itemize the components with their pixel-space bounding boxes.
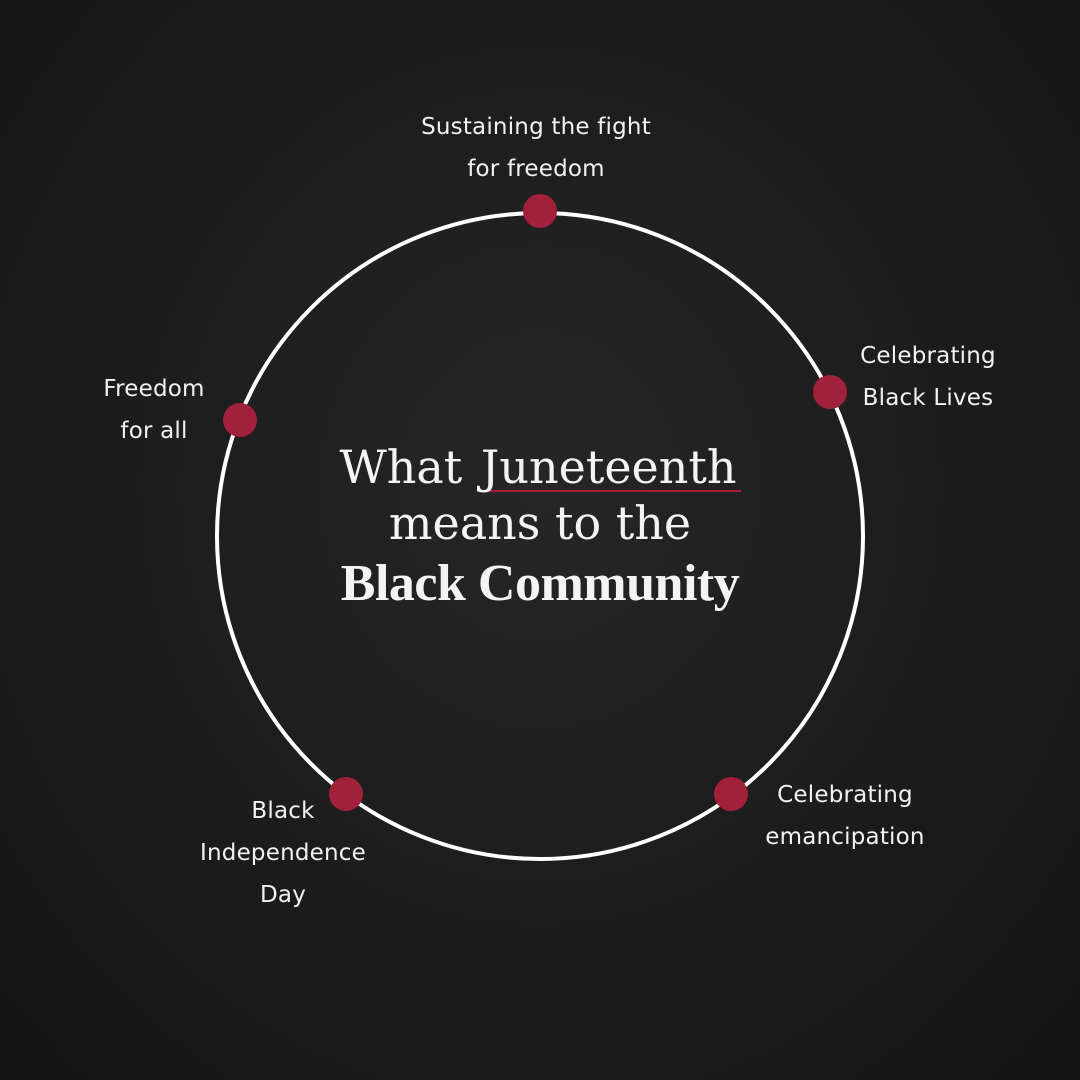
node-dot-right <box>813 375 847 409</box>
node-label-left: Freedom for all <box>103 376 205 444</box>
node-label-bottom-left: Black Independence Day <box>200 798 366 908</box>
node-label-bottom-right: Celebrating emancipation <box>765 782 925 850</box>
title-line-1: What Juneteenth <box>300 440 780 494</box>
node-dot-top <box>523 194 557 228</box>
node-label-right: Celebrating Black Lives <box>860 343 996 411</box>
title-line-2: means to the <box>388 496 692 550</box>
node-dot-bottom-left <box>329 777 363 811</box>
title-accent-word: Juneteenth <box>476 444 741 492</box>
node-label-top: Sustaining the fight for freedom <box>421 114 651 182</box>
node-dot-bottom-right <box>714 777 748 811</box>
title-word-what: What <box>339 440 463 494</box>
node-dot-left <box>223 403 257 437</box>
title-line-3: Black Community <box>340 555 740 612</box>
title-block: What Juneteenth means to the Black Commu… <box>300 440 780 616</box>
